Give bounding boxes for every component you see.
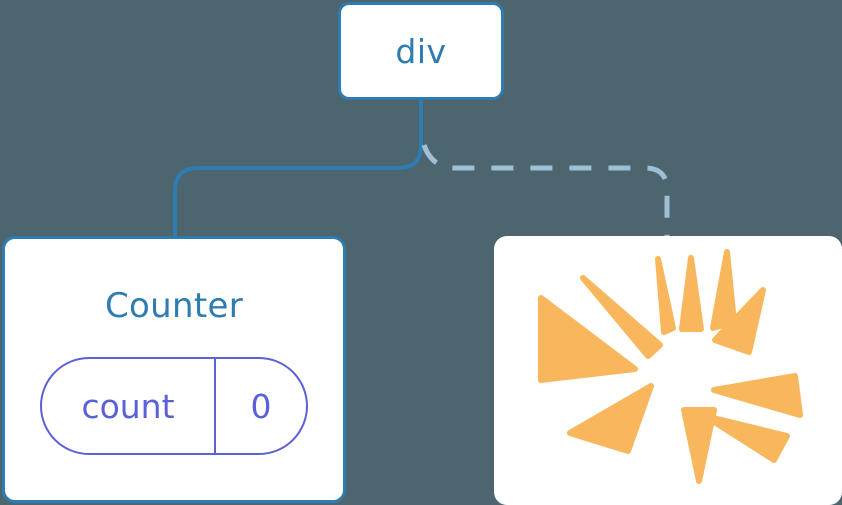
node-counter-label: Counter [105, 286, 243, 326]
ray-n [679, 255, 704, 332]
sparkle-burst-icon [538, 249, 803, 484]
ray-ne [712, 287, 766, 355]
node-counter[interactable]: Counter count 0 [2, 236, 346, 503]
ray-ese [702, 413, 790, 463]
edge-root-to-counter [173, 98, 423, 239]
state-key-label: count [42, 359, 216, 453]
node-div-label: div [395, 31, 447, 71]
edge-root-to-burst [421, 144, 670, 237]
ray-sw [567, 383, 654, 454]
ray-nne [710, 249, 737, 331]
ray-nw [655, 256, 676, 335]
state-pill-count[interactable]: count 0 [40, 357, 308, 455]
ray-s [681, 407, 717, 484]
node-burst[interactable] [494, 236, 842, 505]
node-div[interactable]: div [338, 2, 504, 100]
ray-wnw [580, 275, 663, 359]
burst-ray-group [538, 249, 803, 484]
state-value-label: 0 [250, 386, 272, 426]
ray-w [538, 295, 638, 383]
ray-e [711, 373, 803, 418]
